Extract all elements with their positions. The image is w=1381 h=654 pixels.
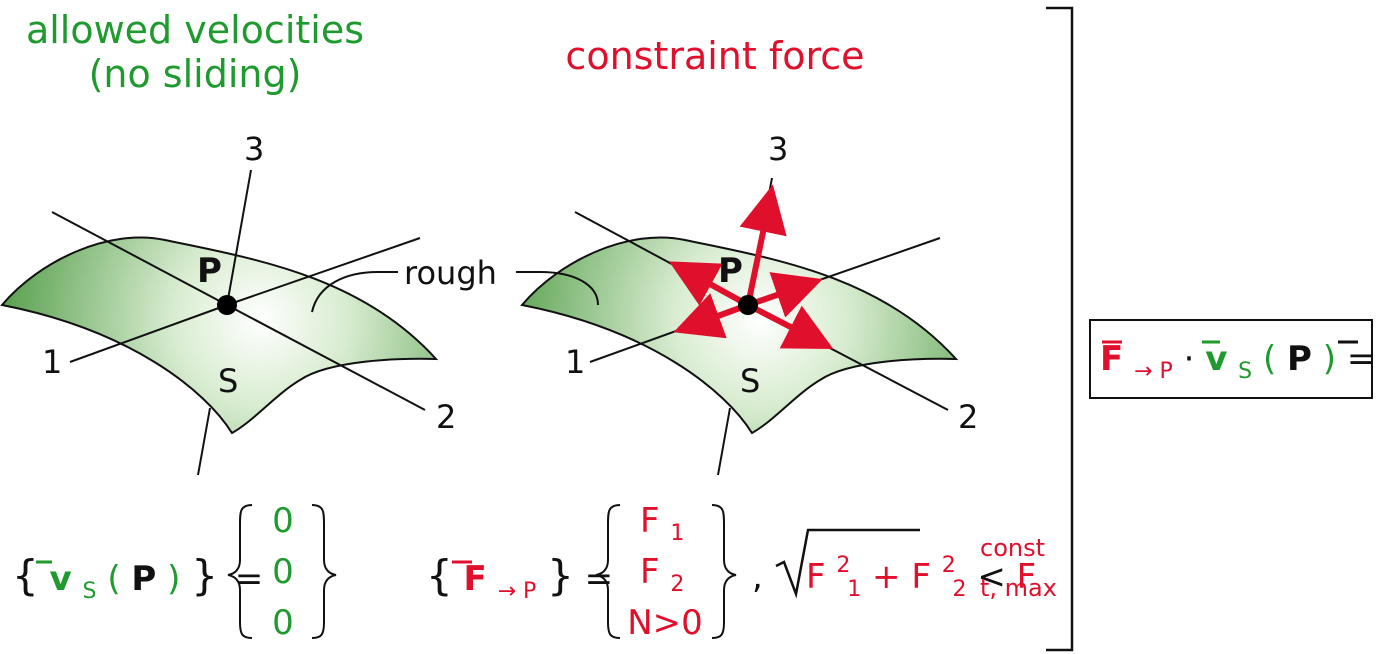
left-axis-1-back — [226, 237, 421, 306]
velocity-symbol: v — [50, 559, 72, 599]
force-component-2-main: F — [640, 552, 660, 592]
cond-Ft-sup: const — [980, 534, 1045, 562]
right-surface-label: S — [740, 362, 760, 400]
velocity-vector-expr: { v S ( P ) } = — [12, 551, 263, 607]
power-equation: F → P · v S ( P ) = 0 — [1100, 339, 1381, 387]
velocity-brace-open: { — [12, 551, 39, 600]
power-F: F — [1100, 339, 1123, 379]
left-surface-group: 3 1 2 P S rough — [0, 130, 497, 476]
force-component-1: F 1 — [640, 501, 684, 546]
force-subscript: → P — [498, 579, 537, 604]
right-axis-1-label: 1 — [565, 343, 585, 381]
power-dot: · — [1184, 339, 1195, 379]
power-equation-box — [1089, 319, 1373, 399]
velocity-arg-close: ) — [167, 559, 180, 599]
right-contact-point — [738, 295, 758, 315]
cond-F2-sup: 2 — [942, 553, 956, 578]
velocity-brace-close: } — [191, 551, 218, 600]
cond-F1-sub: 1 — [847, 577, 861, 602]
right-axis-3-label: 3 — [768, 130, 788, 168]
left-surface-stem — [197, 407, 211, 476]
velocity-component-2: 0 — [272, 552, 294, 592]
velocity-arg-open: ( — [107, 559, 120, 599]
cond-plus: + — [872, 557, 901, 597]
cond-less-than: < — [977, 557, 1006, 597]
right-title: constraint force — [565, 34, 865, 78]
left-title-line1: allowed velocities — [25, 8, 365, 52]
left-axis-2-label: 2 — [436, 398, 456, 436]
velocity-equation: { v S ( P ) } = 0 0 0 — [12, 501, 337, 643]
right-axis-2-label: 2 — [958, 398, 978, 436]
power-arg-close: ) — [1323, 339, 1336, 379]
force-symbol: F — [464, 559, 487, 599]
power-v-sub: S — [1238, 359, 1252, 384]
cond-F1-sup: 2 — [836, 553, 850, 578]
right-surface — [520, 236, 959, 435]
force-arrow-minus2 — [668, 261, 750, 308]
force-component-2: F 2 — [640, 552, 684, 597]
power-v: v — [1205, 339, 1227, 379]
left-axis-1 — [69, 304, 228, 363]
left-axis-3-label: 3 — [244, 130, 264, 168]
force-component-2-sub: 2 — [670, 572, 684, 597]
velocity-component-3: 0 — [272, 603, 294, 643]
sqrt-sign — [775, 528, 920, 599]
cond-F2: F — [911, 557, 931, 597]
right-point-label: P — [718, 251, 743, 291]
right-surface-stem — [717, 407, 731, 476]
left-title-line2: (no sliding) — [88, 52, 302, 96]
left-title: allowed velocities (no sliding) — [0, 8, 390, 96]
rough-label: rough — [404, 254, 497, 292]
left-axis-2-back — [51, 211, 228, 306]
power-arg-open: ( — [1263, 339, 1276, 379]
force-component-1-main: F — [640, 501, 660, 541]
left-axis-3 — [226, 169, 252, 306]
force-component-3: N>0 — [627, 603, 703, 643]
force-brace-open: { — [426, 551, 453, 600]
power-F-sub: → P — [1134, 359, 1173, 384]
right-rough-leader — [516, 271, 599, 306]
left-point-label: P — [197, 251, 222, 291]
force-equation: { F → P } = F 1 F 2 N>0 , F 2 1 + F 2 2 … — [426, 501, 1057, 643]
sqrt-condition: F 2 1 + F 2 2 < F — [806, 541, 1036, 605]
right-surface-group: 3 1 2 P S — [516, 130, 978, 476]
cond-F2-sub: 2 — [953, 577, 967, 602]
left-axis-1-label: 1 — [42, 343, 62, 381]
cond-Ft-sub: t, max — [980, 574, 1057, 602]
force-comma: , — [752, 557, 763, 597]
velocity-subscript: S — [83, 579, 97, 604]
cond-F1: F — [806, 557, 826, 597]
force-component-1-sub: 1 — [670, 521, 684, 546]
force-arrow-plus2 — [746, 302, 834, 349]
left-axis-2 — [226, 304, 426, 411]
force-col-brace-left — [595, 504, 621, 639]
right-bracket — [1046, 6, 1074, 652]
power-equals: = — [1347, 339, 1376, 379]
velocity-col-brace-left — [227, 504, 253, 639]
left-rough-leader — [311, 271, 398, 313]
power-arg: P — [1287, 339, 1312, 379]
force-vector-expr: { F → P } = — [426, 551, 613, 607]
velocity-arg: P — [131, 559, 156, 599]
force-col-brace-right — [711, 504, 737, 639]
velocity-col-brace-right — [311, 504, 337, 639]
left-surface-label: S — [218, 362, 238, 400]
force-arrow-normal — [739, 184, 787, 306]
force-brace-close: } — [547, 551, 574, 600]
velocity-component-1: 0 — [272, 501, 294, 541]
left-contact-point — [217, 295, 237, 315]
cond-Ft: F — [1017, 557, 1037, 597]
